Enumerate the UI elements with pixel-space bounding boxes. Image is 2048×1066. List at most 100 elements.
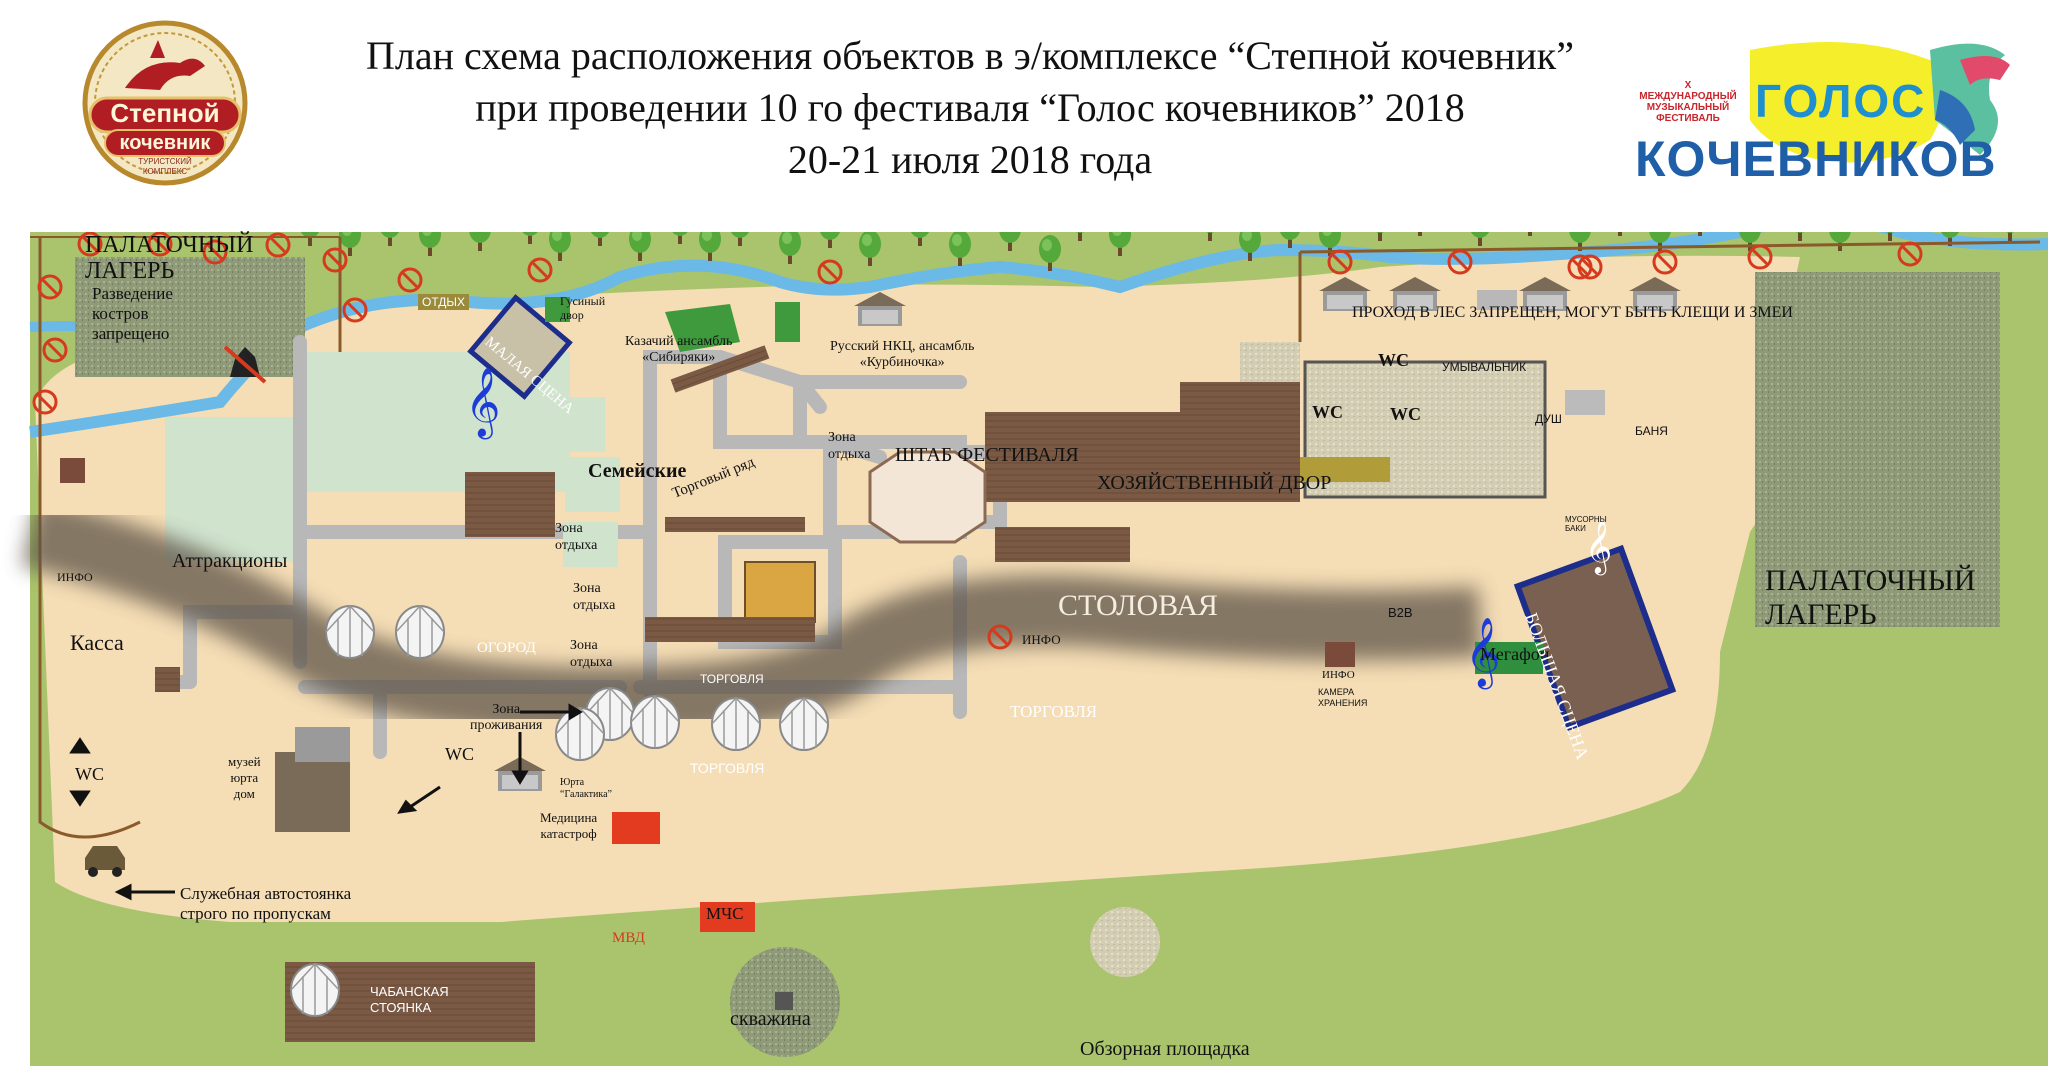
kazachiy-label: Казачий ансамбль «Сибиряки»	[625, 334, 732, 366]
attrakciony-label: Аттракционы	[172, 550, 288, 572]
banya-label: БАНЯ	[1635, 424, 1668, 438]
stolovaya-label: СТОЛОВАЯ	[1058, 589, 1218, 622]
mchs-label: МЧС	[706, 904, 744, 923]
tent-camp-left-label: ПАЛАТОЧНЫЙ ЛАГЕРЬ	[85, 232, 253, 284]
dush-label: ДУШ	[1535, 412, 1562, 426]
tent-camp-left-line1: ПАЛАТОЧНЫЙ	[85, 232, 254, 258]
torgovlya-label-1: ТОРГОВЛЯ	[700, 672, 764, 686]
umyvalnik-label: УМЫВАЛЬНИК	[1442, 360, 1527, 374]
logo-text-1: Степной	[110, 98, 219, 128]
map-title: План схема расположения объектов в э/ком…	[260, 30, 1680, 186]
bolshaya-scena	[1513, 544, 1677, 732]
wc-label-5: WC	[75, 764, 104, 784]
treble-clef-icon: 𝄞	[465, 367, 500, 439]
ogorod-label: ОГОРОД	[477, 640, 536, 656]
tent-camp-right-label: ПАЛАТОЧНЫЙ ЛАГЕРЬ	[1765, 564, 1976, 632]
river	[29, 232, 2048, 438]
site-map: 𝄞 𝄞 𝄞 ПАЛАТОЧНЫЙ Л	[0, 232, 2048, 1066]
wc-label-4: WC	[445, 744, 474, 764]
zona-otdyha-3-line2: отдыха	[570, 655, 613, 670]
info-label-stolovaya: ИНФО	[1022, 632, 1061, 647]
logo-text-3: ТУРИСТСКИЙ	[138, 157, 192, 166]
b2b-label: B2B	[1388, 605, 1413, 620]
otdyh-label: ОТДЫХ	[418, 294, 470, 310]
car-icon	[85, 846, 125, 877]
zona-otdyha-3: Зона отдыха	[570, 637, 612, 671]
tent-camp-left-line2: ЛАГЕРЬ	[85, 258, 175, 284]
logo-text-2: кочевник	[120, 132, 212, 154]
fire-ban-line3: запрещено	[92, 324, 170, 343]
medicina-line1: Медицина	[540, 810, 598, 825]
megafon-label: Мегафон	[1480, 644, 1550, 664]
zona-otdyha-2-line1: Зона	[573, 581, 601, 596]
russkiy-line1: Русский НКЦ, ансамбль	[830, 339, 975, 354]
road	[21, 497, 1482, 738]
arrows	[69, 703, 583, 901]
musor-line1: МУСОРНЫ	[1565, 515, 1607, 524]
sluzh-label: Служебная автостоянка строго по пропуска…	[180, 884, 351, 924]
semeynye-label: Семейские	[588, 460, 687, 482]
stolovaya-building	[985, 382, 1300, 502]
wc-label-1: WC	[1378, 350, 1409, 370]
yurta-galaktika-line1: Юрта	[560, 777, 585, 788]
zona-prozhivaniya-label: Зона проживания	[470, 702, 542, 734]
medicina-box	[612, 812, 660, 844]
zona-otdyha-top-line2: отдыха	[828, 447, 871, 462]
kamera-line1: КАМЕРА	[1318, 687, 1355, 697]
info-label-kamera: ИНФО	[1322, 669, 1355, 681]
zona-otdyha-2-line2: отдыха	[573, 598, 616, 613]
chaban-line2: СТОЯНКА	[370, 1000, 432, 1015]
torgovlya-label-3: ТОРГОВЛЯ	[690, 760, 765, 776]
zona-otdyha-top: Зона отдыха	[828, 429, 870, 463]
medicina-label: Медицина катастроф	[540, 810, 597, 842]
russkiy-label: Русский НКЦ, ансамбль «Курбиночка»	[830, 339, 974, 371]
zona-otdyha-3-line1: Зона	[570, 638, 598, 653]
title-line-3: 20-21 июля 2018 года	[787, 137, 1153, 182]
shtab-building	[868, 450, 987, 544]
obzor-label: Обзорная площадка	[1080, 1038, 1250, 1060]
kazachiy-line1: Казачий ансамбль	[625, 334, 733, 349]
fire-ban-line1: Разведение	[92, 284, 173, 303]
russkiy-line2: «Курбиночка»	[859, 355, 945, 370]
tent-camp-right-line1: ПАЛАТОЧНЫЙ	[1765, 564, 1976, 597]
treble-clef-icon: 𝄞	[1465, 617, 1500, 689]
stepnoy-kochevnik-logo: Степной кочевник ТУРИСТСКИЙ КОМПЛЕКС	[70, 18, 260, 188]
torgovlya-label-2: ТОРГОВЛЯ	[1010, 702, 1098, 721]
zona-otdyha-1: Зона отдыха	[555, 520, 597, 554]
musor-line2: БАКИ	[1565, 524, 1586, 533]
info-label-left: ИНФО	[57, 570, 93, 584]
fence-left	[38, 237, 141, 839]
festival-subtitle: X МЕЖДУНАРОДНЫЙ МУЗЫКАЛЬНЫЙ ФЕСТИВАЛЬ	[1639, 80, 1737, 124]
golos-kochevnikov-logo: X МЕЖДУНАРОДНЫЙ МУЗЫКАЛЬНЫЙ ФЕСТИВАЛЬ ГО…	[1630, 30, 2020, 187]
malaya-scena	[467, 294, 573, 400]
sluzh-line2: строго по пропускам	[180, 904, 331, 923]
muzey-line2: юрта	[230, 770, 259, 785]
no-fire-icon	[223, 345, 267, 384]
ogorod	[465, 472, 555, 537]
zona-otdyha-2: Зона отдыха	[573, 580, 615, 614]
chaban-label: ЧАБАНСКАЯ СТОЯНКА	[370, 984, 449, 1016]
sluzh-line1: Служебная автостоянка	[180, 884, 352, 903]
wc-label-2: WC	[1312, 402, 1343, 422]
muzey-line1: музей	[228, 754, 261, 769]
skvazhina-label: скважина	[730, 1008, 811, 1030]
zona-prozhivaniya-line1: Зона	[492, 702, 521, 717]
yurta-galaktika-label: Юрта “Галактика”	[560, 777, 612, 801]
tent-camp-right-line2: ЛАГЕРЬ	[1765, 598, 1877, 631]
logo-text-4: КОМПЛЕКС	[143, 167, 187, 176]
title-line-1: План схема расположения объектов в э/ком…	[366, 33, 1574, 78]
zona-otdyha-1-line1: Зона	[555, 521, 583, 536]
festival-name-2: КОЧЕВНИКОВ	[1635, 131, 1997, 187]
kamera-label: КАМЕРА ХРАНЕНИЯ	[1318, 687, 1367, 709]
shtab-label: ШТАБ ФЕСТИВАЛЯ	[895, 444, 1079, 466]
hoz-dvor-label: ХОЗЯЙСТВЕННЫЙ ДВОР	[1097, 472, 1332, 494]
forest-warning: ПРОХОД В ЛЕС ЗАПРЕЩЕН, МОГУТ БЫТЬ КЛЕЩИ …	[1352, 304, 1793, 321]
goose-line2: двор	[560, 308, 584, 322]
medicina-line2: катастроф	[540, 826, 597, 841]
muzey-label: музей юрта дом	[228, 754, 261, 802]
goose-line1: Гусиный	[560, 294, 606, 308]
zona-otdyha-top-line1: Зона	[828, 430, 856, 445]
tent-camp-right	[1755, 272, 2000, 627]
tent-camp-left	[75, 257, 305, 377]
chaban-line1: ЧАБАНСКАЯ	[370, 984, 449, 999]
